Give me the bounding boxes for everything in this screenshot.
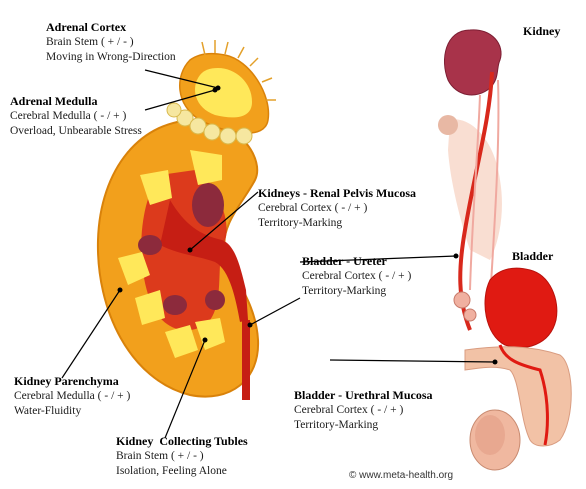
pointer-dots: [117, 85, 498, 365]
renal-pelvis-label: Kidneys - Renal Pelvis Mucosa Cerebral C…: [258, 186, 416, 231]
renal-pelvis-line1: Cerebral Cortex ( - / + ): [258, 202, 368, 214]
adrenal-gland: [166, 40, 276, 145]
adrenal-cortex-title: Adrenal Cortex: [46, 20, 127, 34]
kidney-tag: Kidney: [523, 24, 561, 38]
adrenal-cortex-line1: Brain Stem ( + / - ): [46, 36, 134, 48]
urethral-mucosa-title: Bladder - Urethral Mucosa: [294, 388, 433, 402]
adrenal-medulla-title: Adrenal Medulla: [10, 94, 98, 108]
parenchyma-label: Kidney Parenchyma Cerebral Medulla ( - /…: [14, 374, 130, 419]
adrenal-medulla-line1: Cerebral Medulla ( - / + ): [10, 110, 127, 122]
adrenal-cortex-label: Adrenal Cortex Brain Stem ( + / - ) Movi…: [46, 20, 176, 65]
collecting-tubules-line1: Brain Stem ( + / - ): [116, 450, 204, 462]
urethral-mucosa-line2: Territory-Marking: [294, 419, 379, 431]
adrenal-cortex-line2: Moving in Wrong-Direction: [46, 51, 176, 63]
parenchyma-line2: Water-Fluidity: [14, 405, 82, 417]
pointer-lines: [61, 69, 496, 439]
urethral-mucosa-label: Bladder - Urethral Mucosa Cerebral Corte…: [294, 388, 433, 433]
bladder-tag: Bladder: [512, 249, 554, 263]
collecting-tubules-label: Kidney Collecting Tubles Brain Stem ( + …: [116, 434, 248, 479]
collecting-tubules-title: Kidney Collecting Tubles: [116, 434, 248, 448]
adrenal-medulla-line2: Overload, Unbearable Stress: [10, 125, 142, 137]
ureter-line2: Territory-Marking: [302, 285, 387, 297]
renal-pelvis-line2: Territory-Marking: [258, 217, 343, 229]
kidney-cross-section: [96, 118, 260, 400]
ureter-title: Bladder - Ureter: [302, 254, 387, 268]
parenchyma-title: Kidney Parenchyma: [14, 374, 119, 388]
adrenal-medulla-label: Adrenal Medulla Cerebral Medulla ( - / +…: [10, 94, 142, 139]
collecting-tubules-line2: Isolation, Feeling Alone: [116, 465, 227, 477]
ureter-line1: Cerebral Cortex ( - / + ): [302, 270, 412, 282]
ureter-label: Bladder - Ureter Cerebral Cortex ( - / +…: [302, 254, 411, 299]
copyright-text: © www.meta-health.org: [349, 470, 454, 481]
renal-pelvis-title: Kidneys - Renal Pelvis Mucosa: [258, 186, 416, 200]
parenchyma-line1: Cerebral Medulla ( - / + ): [14, 390, 131, 402]
lower-body-figure: [438, 29, 572, 471]
urethral-mucosa-line1: Cerebral Cortex ( - / + ): [294, 404, 404, 416]
